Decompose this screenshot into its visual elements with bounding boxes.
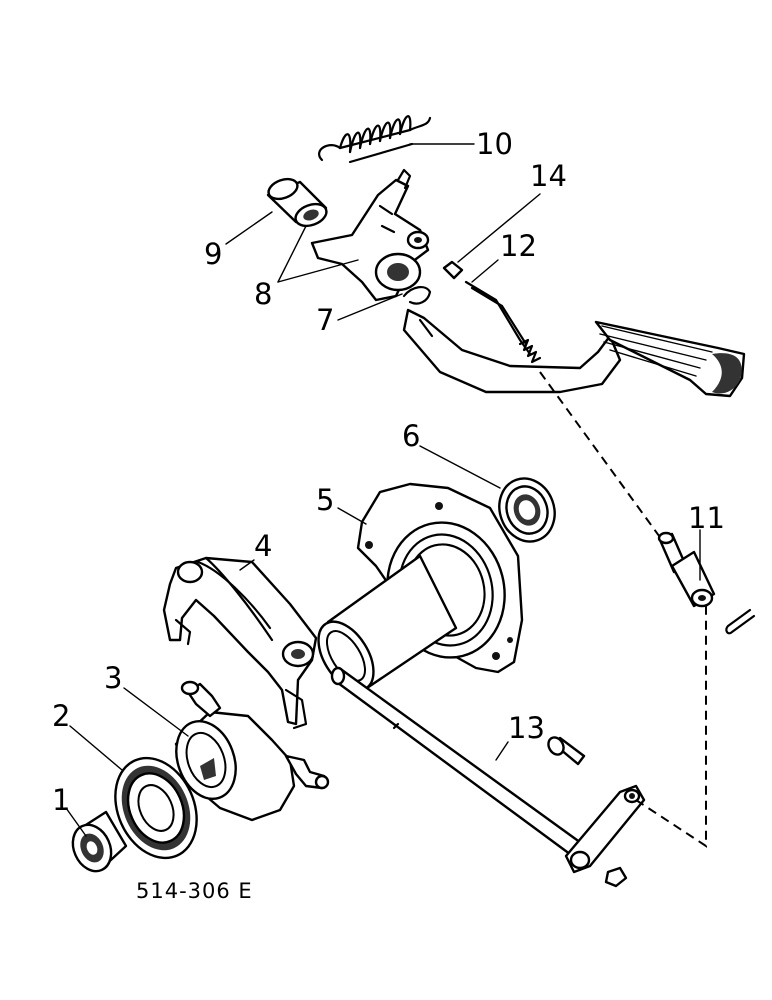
- release-bearing-part-2: [114, 756, 198, 860]
- callout-14: 14: [530, 159, 567, 193]
- assembly-lines: [539, 371, 707, 848]
- figure-reference: 514-306 E: [136, 879, 253, 903]
- callout-8: 8: [254, 277, 272, 311]
- leader-lines: [65, 143, 701, 837]
- callout-9: 9: [204, 237, 222, 271]
- callout-7: 7: [316, 303, 334, 337]
- callout-12: 12: [500, 229, 537, 263]
- clutch-pedal-assembly: [310, 168, 746, 398]
- pilot-bearing-part-1: [71, 810, 128, 873]
- callout-6: 6: [402, 419, 420, 453]
- callout-labels: 1 2 3 4 5 6 7 8 9 10 11 12 13 14: [52, 127, 725, 817]
- callout-11: 11: [688, 501, 725, 535]
- return-spring-part-10: [318, 115, 432, 164]
- seal-part-6: [498, 477, 556, 543]
- callout-3: 3: [104, 661, 122, 695]
- bearing-retainer-part-5: [317, 482, 524, 692]
- callout-13: 13: [508, 711, 545, 745]
- release-fork-part-4: [162, 556, 318, 730]
- bushing-part-9: [266, 177, 328, 228]
- callout-4: 4: [254, 529, 272, 563]
- cross-shaft-part-13: [330, 666, 646, 888]
- callout-2: 2: [52, 699, 70, 733]
- bearing-carrier-part-3: [174, 680, 330, 822]
- callout-1: 1: [52, 783, 70, 817]
- clevis-part-11: [657, 531, 756, 635]
- callout-10: 10: [476, 127, 513, 161]
- callout-5: 5: [316, 483, 334, 517]
